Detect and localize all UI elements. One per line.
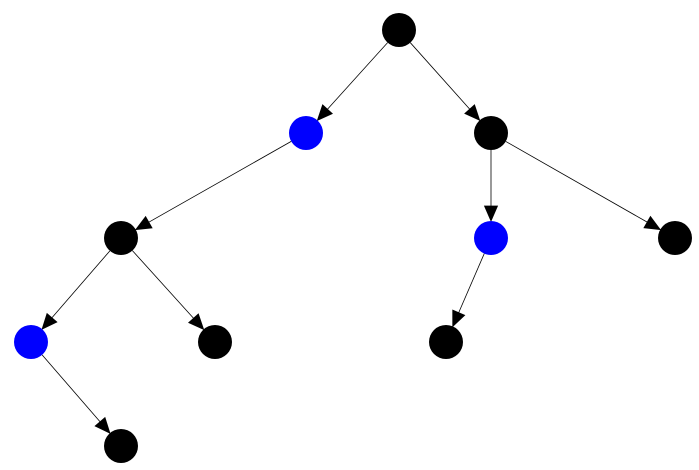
arrowhead-n0-n2: [464, 104, 481, 122]
arrowhead-n2-n5: [643, 215, 662, 231]
arrowhead-n6-n9: [94, 416, 111, 434]
highlighted-node-n1: [289, 116, 323, 150]
edge-n0-n1: [327, 42, 388, 110]
highlighted-node-n4: [474, 221, 508, 255]
node-n5: [658, 221, 692, 255]
arrowhead-n4-n8: [452, 309, 466, 328]
edge-n2-n5: [505, 141, 648, 223]
edge-n3-n6: [51, 250, 111, 319]
node-n2: [474, 116, 508, 150]
node-n7: [198, 325, 232, 359]
highlighted-node-n6: [14, 325, 48, 359]
edge-n1-n3: [148, 141, 292, 223]
arrowhead-n2-n4: [483, 205, 499, 223]
arrowhead-n0-n1: [316, 104, 333, 122]
edge-n4-n8: [458, 253, 485, 313]
node-n3: [104, 221, 138, 255]
arrowhead-n3-n6: [41, 312, 58, 330]
node-n0: [382, 13, 416, 47]
edges-layer: [41, 42, 662, 434]
edge-n0-n2: [410, 42, 470, 110]
edge-n3-n7: [132, 250, 194, 319]
edge-n6-n9: [41, 354, 101, 423]
arrowhead-n3-n7: [188, 313, 205, 331]
nodes-layer: [14, 13, 692, 463]
node-n8: [429, 325, 463, 359]
arrowhead-n1-n3: [134, 215, 153, 231]
node-n9: [104, 429, 138, 463]
